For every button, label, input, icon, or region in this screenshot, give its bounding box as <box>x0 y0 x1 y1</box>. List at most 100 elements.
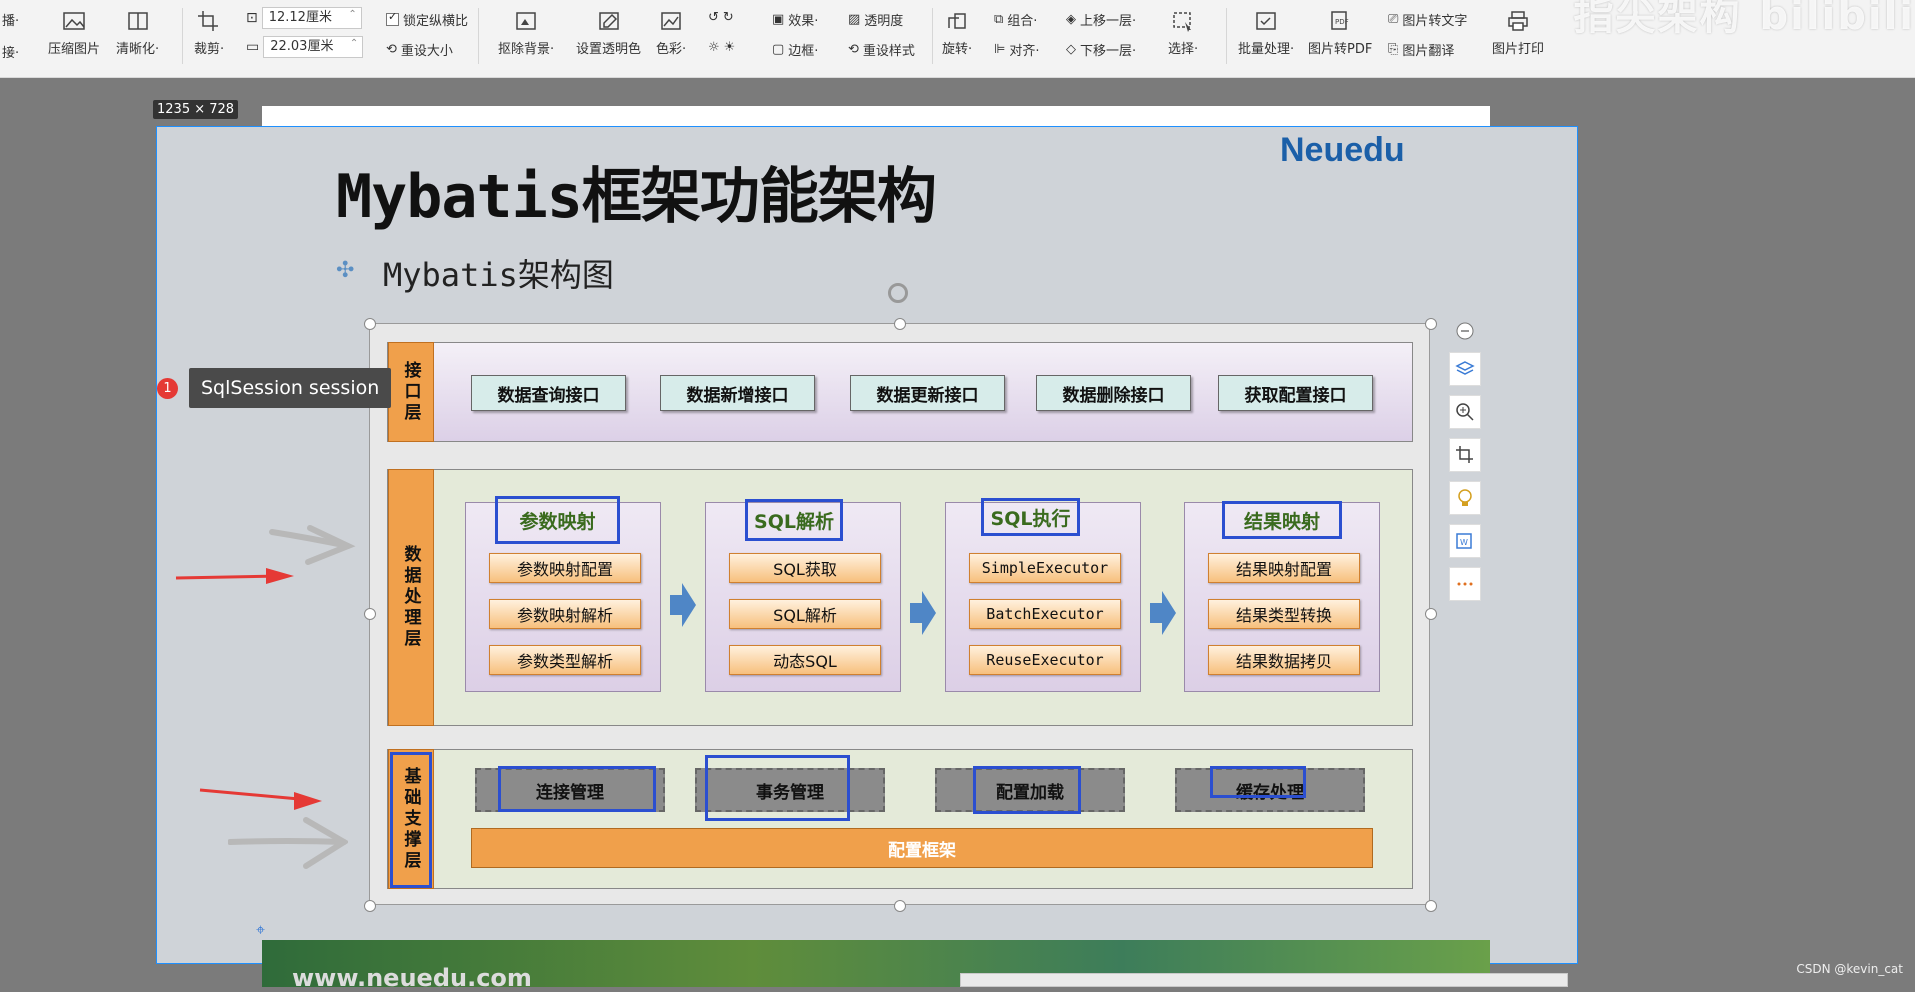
process-item: SQL解析 <box>729 599 881 629</box>
truncated-menu-bottom[interactable]: 接· <box>2 42 19 61</box>
image-to-pdf-button[interactable]: PDF 图片转PDF <box>1308 0 1372 57</box>
transparency-button[interactable]: ▨透明度 <box>848 10 903 29</box>
annotation-highlight <box>1210 766 1306 798</box>
reset-size-button[interactable]: ⟲ 重设大小 <box>386 40 453 59</box>
resize-handle-tr[interactable] <box>1425 318 1437 330</box>
border-button[interactable]: ▢边框· <box>772 40 818 59</box>
image-translate-button[interactable]: ⎘图片翻译 <box>1388 40 1454 59</box>
interface-layer-label: 接口层 <box>388 342 434 442</box>
print-label: 图片打印 <box>1492 42 1545 57</box>
reset-style-button[interactable]: ⟲重设样式 <box>848 40 915 59</box>
printer-icon <box>1505 10 1531 32</box>
group-icon: ⧉ <box>994 12 1004 27</box>
remove-bg-label: 抠除背景· <box>498 42 555 57</box>
more-icon[interactable] <box>1449 567 1481 601</box>
width-input[interactable]: 12.12厘米 <box>261 5 362 29</box>
rotate-handle-icon[interactable] <box>888 283 908 303</box>
truncated-menu-top[interactable]: 播· <box>2 10 19 29</box>
sharpen-label: 清晰化· <box>116 42 160 57</box>
truncated-label: 播· <box>2 14 20 29</box>
align-button[interactable]: ⊫对齐· <box>994 40 1039 59</box>
effect-label: 效果· <box>788 14 819 29</box>
resize-handle-left[interactable] <box>364 608 376 620</box>
delete-interface-box: 数据删除接口 <box>1036 375 1191 411</box>
move-down-button[interactable]: ◇下移一层· <box>1066 40 1136 59</box>
rotate-left-small[interactable]: ↺↻ <box>708 10 734 25</box>
contrast-icon: ☀ <box>723 40 736 55</box>
resize-handle-right[interactable] <box>1425 608 1437 620</box>
checkbox-checked-icon <box>386 10 399 26</box>
anchor-icon[interactable]: ⌖ <box>256 920 266 939</box>
slide-title: Mybatis框架功能架构 <box>336 162 937 232</box>
resize-handle-tl[interactable] <box>364 318 376 330</box>
query-interface-box: 数据查询接口 <box>471 375 626 411</box>
batch-process-button[interactable]: 批量处理· <box>1238 0 1294 57</box>
lightbulb-icon[interactable] <box>1449 481 1481 515</box>
lock-ratio-checkbox[interactable]: 锁定纵横比 <box>386 10 468 29</box>
csdn-credit: CSDN @kevin_cat <box>1796 962 1903 976</box>
resize-handle-top[interactable] <box>894 318 906 330</box>
zoom-in-icon[interactable] <box>1449 395 1481 429</box>
group-label: 组合· <box>1007 14 1038 29</box>
translate-icon: ⎘ <box>1388 42 1399 57</box>
process-item: 结果映射配置 <box>1208 553 1360 583</box>
select-icon <box>1170 10 1196 32</box>
crop-icon[interactable] <box>1449 438 1481 472</box>
group-button[interactable]: ⧉组合· <box>994 10 1037 29</box>
sharpen-icon <box>125 10 151 32</box>
height-spinner[interactable]: ▭ 22.03厘米 <box>246 34 364 58</box>
remove-background-button[interactable]: 抠除背景· <box>498 0 554 57</box>
border-label: 边框· <box>788 44 819 59</box>
compress-button[interactable]: 压缩图片 <box>48 0 100 57</box>
resize-handle-bl[interactable] <box>364 900 376 912</box>
process-item: 结果数据拷贝 <box>1208 645 1360 675</box>
insert-interface-box: 数据新增接口 <box>660 375 815 411</box>
width-spinner[interactable]: ⊡ 12.12厘米 <box>246 5 362 29</box>
toolbar-divider <box>1226 8 1227 64</box>
annotation-badge[interactable]: 1 <box>157 378 178 399</box>
brightness-contrast[interactable]: ☼☀ <box>708 40 735 55</box>
reset-style-icon: ⟲ <box>848 42 859 57</box>
rotate-button[interactable]: 旋转· <box>942 0 972 57</box>
annotation-highlight <box>498 766 656 812</box>
annotation-arrows-icon <box>175 525 356 810</box>
effect-button[interactable]: ▣效果· <box>772 10 818 29</box>
reset-style-label: 重设样式 <box>862 44 915 59</box>
brightness-icon: ☼ <box>708 40 720 55</box>
image-to-doc-icon[interactable]: W <box>1449 524 1481 558</box>
sharpen-button[interactable]: 清晰化· <box>116 0 159 57</box>
transparent-icon <box>596 10 622 32</box>
move-up-button[interactable]: ◈上移一层· <box>1066 10 1136 29</box>
flow-arrow-icon <box>1150 591 1176 635</box>
annotation-highlight <box>390 752 432 888</box>
color-label: 色彩· <box>656 42 687 57</box>
align-label: 对齐· <box>1009 44 1040 59</box>
pdf-icon: PDF <box>1327 10 1353 32</box>
collapse-icon[interactable] <box>1449 319 1481 343</box>
layers-icon[interactable] <box>1449 352 1481 386</box>
process-item: SimpleExecutor <box>969 553 1121 583</box>
set-transparent-button[interactable]: 设置透明色 <box>576 0 641 57</box>
select-button[interactable]: 选择· <box>1168 0 1198 57</box>
resize-handle-bottom[interactable] <box>894 900 906 912</box>
to-pdf-label: 图片转PDF <box>1308 42 1373 57</box>
crop-button[interactable]: 裁剪· <box>194 0 224 57</box>
bottom-mini-toolbar[interactable] <box>960 973 1568 987</box>
cache-box: 缓存处理 <box>1175 768 1365 812</box>
bullet-icon: ✣ <box>336 258 355 283</box>
height-input[interactable]: 22.03厘米 <box>263 34 364 58</box>
toolbar-divider <box>478 8 479 64</box>
process-item: 参数类型解析 <box>489 645 641 675</box>
image-to-text-button[interactable]: ⎚图片转文字 <box>1388 10 1467 29</box>
connection-mgmt-box: 连接管理 <box>475 768 665 812</box>
support-layer-label: 基础支撑层 <box>388 749 434 889</box>
annotation-arrow-icon <box>228 817 348 869</box>
move-down-label: 下移一层· <box>1080 44 1137 59</box>
border-icon: ▢ <box>772 42 785 57</box>
resize-handle-br[interactable] <box>1425 900 1437 912</box>
crop-label: 裁剪· <box>194 42 225 57</box>
image-print-button[interactable]: 图片打印 <box>1492 0 1544 57</box>
color-button[interactable]: 色彩· <box>656 0 686 57</box>
width-icon: ⊡ <box>246 10 258 26</box>
transparency-label: 透明度 <box>864 14 904 29</box>
